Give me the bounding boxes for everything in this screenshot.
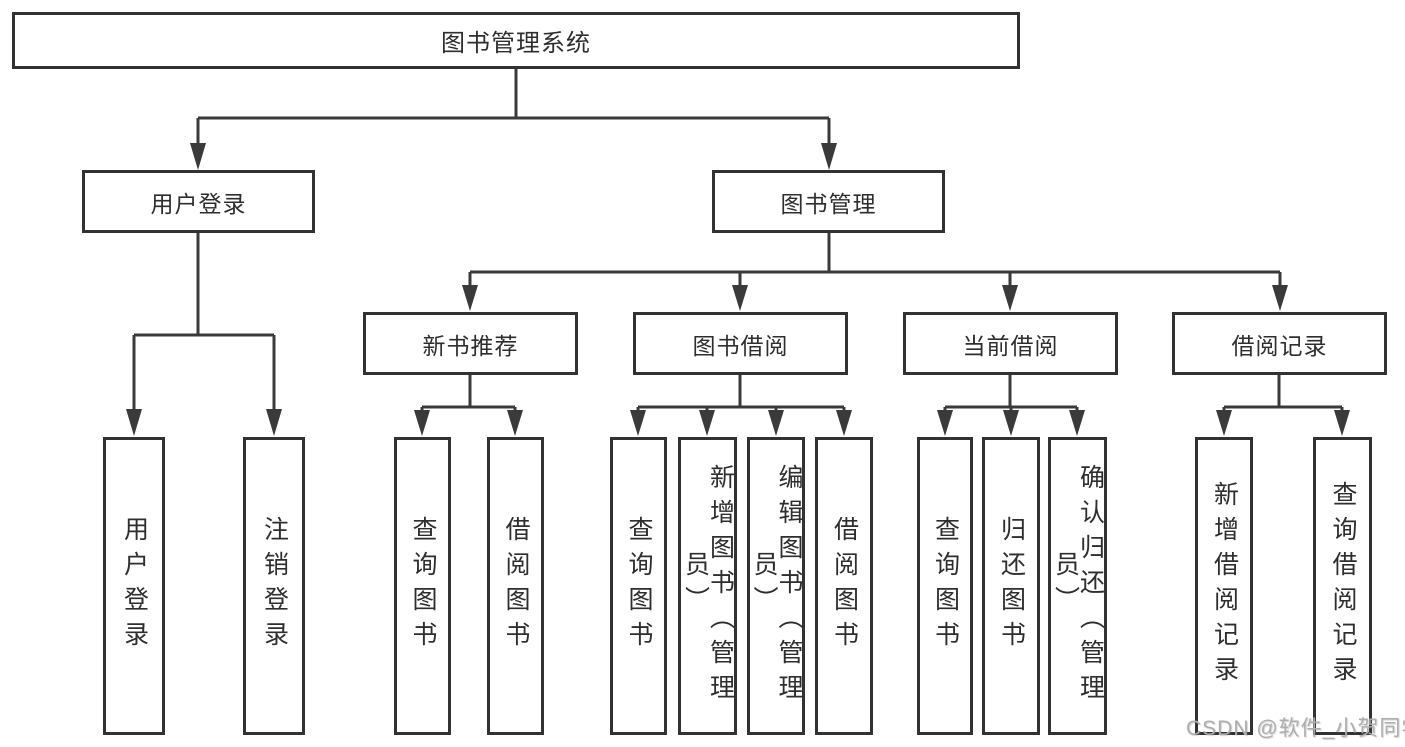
node-new-book-recommend: 新书推荐: [363, 312, 578, 375]
connector-book-borrow-children: [636, 375, 846, 414]
arrowhead: [126, 409, 142, 436]
arrowhead: [190, 143, 206, 170]
arrowhead: [699, 410, 715, 436]
leaf-confirm-return-admin: 确认归还（管理员）: [1048, 437, 1107, 735]
node-current-borrow: 当前借阅: [903, 312, 1118, 375]
node-borrow-records: 借阅记录: [1172, 312, 1387, 375]
arrowhead: [768, 410, 784, 436]
arrowhead: [414, 410, 430, 436]
leaf-borrow-query-books: 查询图书: [610, 437, 667, 735]
arrowhead: [507, 410, 523, 436]
arrowhead: [1069, 410, 1085, 436]
arrowhead: [1334, 410, 1350, 436]
connector-root-to-level2: [196, 69, 831, 146]
node-user-login: 用户登录: [82, 170, 315, 233]
node-system-root: 图书管理系统: [12, 12, 1020, 69]
leaf-current-query-books: 查询图书: [917, 437, 973, 735]
arrowhead: [732, 285, 748, 311]
node-book-management: 图书管理: [712, 170, 945, 233]
leaf-add-books-admin: 新增图书（管理员）: [678, 437, 737, 735]
arrowhead: [1272, 285, 1288, 311]
leaf-query-borrow-record: 查询借阅记录: [1313, 437, 1372, 735]
arrowhead: [1002, 285, 1018, 311]
csdn-watermark: CSDN @软件_小贺同学: [1186, 717, 1405, 740]
arrowhead: [836, 410, 852, 436]
connector-user-login-children: [132, 233, 276, 412]
connector-new-book-recommend-children: [420, 375, 517, 414]
arrowhead: [630, 410, 646, 436]
leaf-logout: 注销登录: [243, 437, 305, 735]
node-book-borrow: 图书借阅: [633, 312, 848, 375]
leaf-recommend-query-books: 查询图书: [394, 437, 451, 735]
leaf-recommend-borrow-books: 借阅图书: [487, 437, 544, 735]
connector-book-management-children: [468, 233, 1282, 288]
connector-current-borrow-children: [943, 375, 1079, 414]
leaf-return-books: 归还图书: [982, 437, 1040, 735]
leaf-edit-books-admin: 编辑图书（管理员）: [747, 437, 805, 735]
leaf-add-borrow-record: 新增借阅记录: [1195, 437, 1253, 735]
arrowhead: [1003, 410, 1019, 436]
connector-borrow-records-children: [1222, 375, 1344, 414]
arrowhead: [1216, 410, 1232, 436]
leaf-borrow-books: 借阅图书: [815, 437, 873, 735]
arrowhead: [937, 410, 953, 436]
arrowhead: [266, 409, 282, 436]
arrowhead: [462, 285, 478, 311]
arrowhead: [821, 143, 837, 170]
leaf-user-login: 用户登录: [103, 437, 165, 735]
